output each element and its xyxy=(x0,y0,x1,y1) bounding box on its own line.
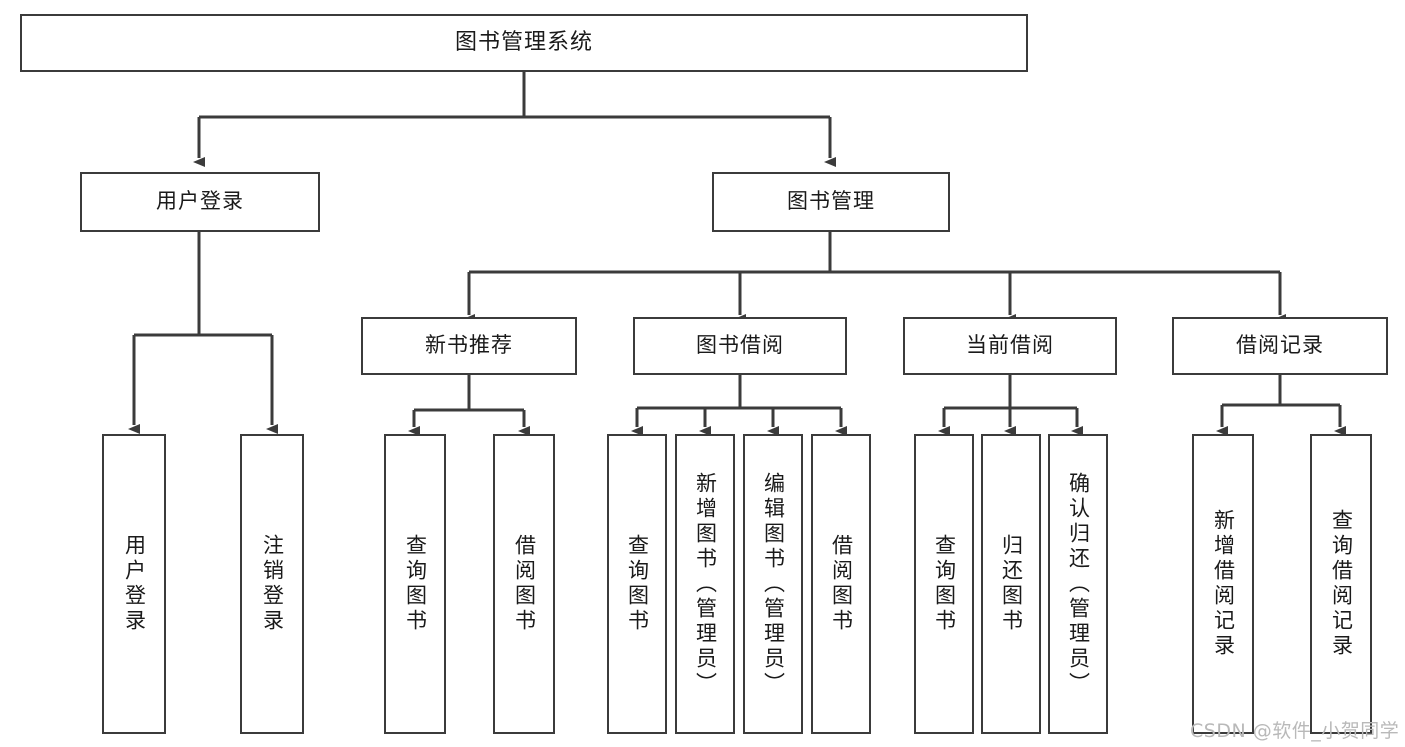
node-book-management[interactable]: 图书管理 xyxy=(712,172,950,232)
leaf-new-book-query-book[interactable]: 查询图书 xyxy=(384,434,446,734)
leaf-user-login-logout[interactable]: 注销登录 xyxy=(240,434,304,734)
node-label: 查询图书 xyxy=(932,534,957,634)
node-label: 查询借阅记录 xyxy=(1329,509,1354,659)
csdn-watermark: CSDN @软件_小贺同学 xyxy=(1190,720,1400,742)
node-user-login[interactable]: 用户登录 xyxy=(80,172,320,232)
leaf-user-login-login[interactable]: 用户登录 xyxy=(102,434,166,734)
leaf-book-borrow-edit-book-admin[interactable]: 编辑图书（管理员） xyxy=(743,434,803,734)
node-label: 归还图书 xyxy=(999,534,1024,634)
node-label: 图书管理系统 xyxy=(454,29,593,55)
leaf-book-borrow-query-book[interactable]: 查询图书 xyxy=(607,434,667,734)
node-label: 新增图书（管理员） xyxy=(693,471,718,697)
leaf-current-borrow-confirm-return-admin[interactable]: 确认归还（管理员） xyxy=(1048,434,1108,734)
node-label: 图书借阅 xyxy=(696,333,784,358)
node-label: 查询图书 xyxy=(403,534,428,634)
node-label: 图书管理 xyxy=(787,189,875,214)
node-label: 新增借阅记录 xyxy=(1211,509,1236,659)
leaf-new-book-borrow-book[interactable]: 借阅图书 xyxy=(493,434,555,734)
node-label: 新书推荐 xyxy=(425,333,513,358)
node-root-book-management-system[interactable]: 图书管理系统 xyxy=(20,14,1028,72)
node-label: 借阅图书 xyxy=(512,534,537,634)
leaf-borrow-record-add-record[interactable]: 新增借阅记录 xyxy=(1192,434,1254,734)
node-current-borrow[interactable]: 当前借阅 xyxy=(903,317,1117,375)
node-label: 确认归还（管理员） xyxy=(1066,471,1091,697)
node-label: 借阅图书 xyxy=(829,534,854,634)
node-label: 编辑图书（管理员） xyxy=(761,471,786,697)
node-book-borrow[interactable]: 图书借阅 xyxy=(633,317,847,375)
node-borrow-record[interactable]: 借阅记录 xyxy=(1172,317,1388,375)
leaf-current-borrow-query-book[interactable]: 查询图书 xyxy=(914,434,974,734)
node-label: 注销登录 xyxy=(260,534,285,634)
node-new-book-recommend[interactable]: 新书推荐 xyxy=(361,317,577,375)
leaf-borrow-record-query-record[interactable]: 查询借阅记录 xyxy=(1310,434,1372,734)
leaf-current-borrow-return-book[interactable]: 归还图书 xyxy=(981,434,1041,734)
node-label: 当前借阅 xyxy=(966,333,1054,358)
leaf-book-borrow-borrow-book[interactable]: 借阅图书 xyxy=(811,434,871,734)
node-label: 用户登录 xyxy=(156,189,244,214)
node-label: 查询图书 xyxy=(625,534,650,634)
leaf-book-borrow-add-book-admin[interactable]: 新增图书（管理员） xyxy=(675,434,735,734)
node-label: 用户登录 xyxy=(122,534,147,634)
node-label: 借阅记录 xyxy=(1236,333,1324,358)
